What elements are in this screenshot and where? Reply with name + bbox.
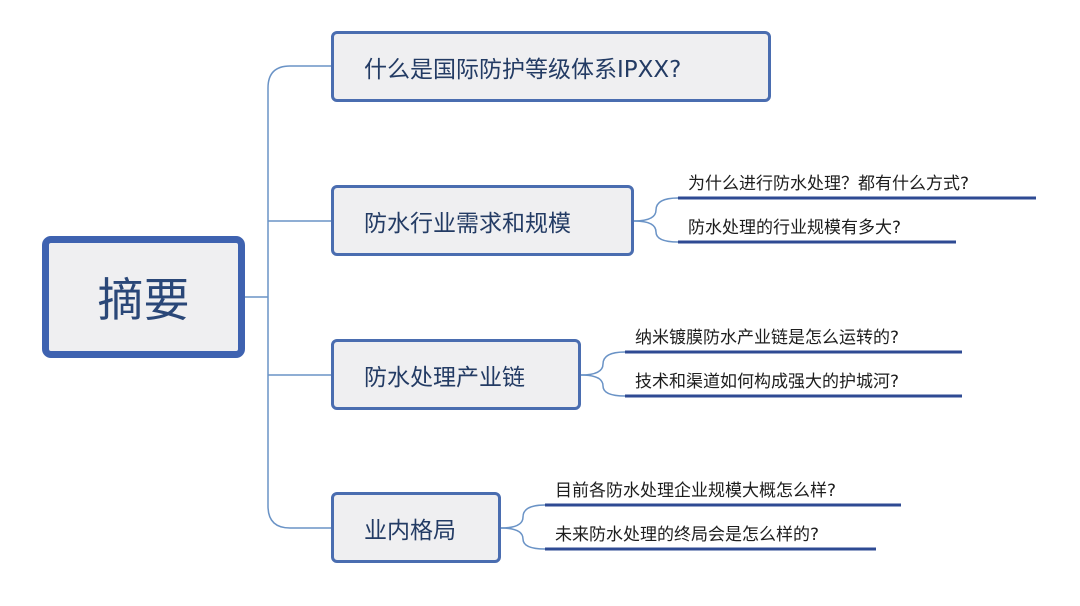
branch-label: 防水行业需求和规模 — [364, 210, 571, 237]
root-node: 摘要 — [42, 236, 245, 358]
leaf-node: 目前各防水处理企业规模大概怎么样? — [555, 481, 837, 501]
branch-label: 业内格局 — [364, 517, 456, 544]
branch-node-industry-chain: 防水处理产业链 — [331, 339, 581, 410]
branch-node-ipxx: 什么是国际防护等级体系IPXX? — [331, 31, 771, 102]
root-label: 摘要 — [97, 273, 190, 327]
branch-node-landscape: 业内格局 — [331, 492, 501, 563]
leaf-node: 技术和渠道如何构成强大的护城河? — [635, 372, 900, 392]
branch-label: 什么是国际防护等级体系IPXX? — [364, 56, 682, 83]
leaf-node: 未来防水处理的终局会是怎么样的? — [555, 525, 820, 545]
leaf-node: 纳米镀膜防水产业链是怎么运转的? — [635, 328, 900, 348]
leaf-node: 防水处理的行业规模有多大? — [688, 218, 902, 238]
branch-label: 防水处理产业链 — [364, 364, 525, 391]
branch-node-demand-scale: 防水行业需求和规模 — [331, 185, 634, 256]
leaf-node: 为什么进行防水处理？都有什么方式? — [688, 174, 970, 194]
